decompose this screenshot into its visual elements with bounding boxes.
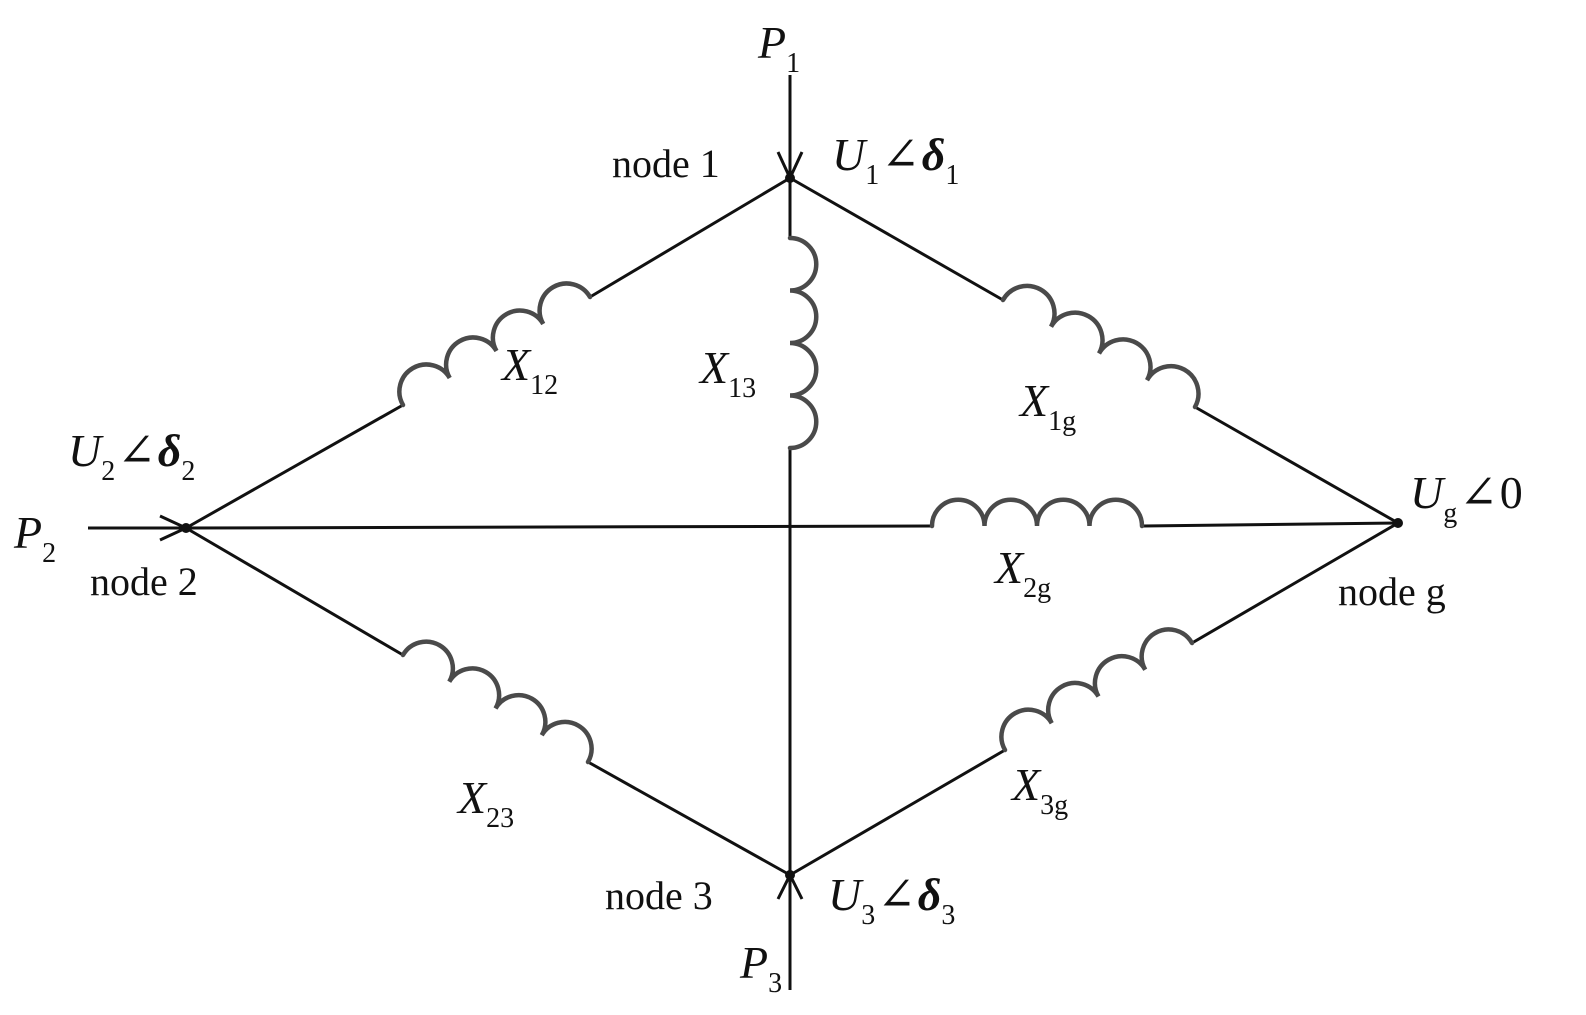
angle-icon: ∠ [881,129,920,180]
node-2-dot [181,523,191,533]
x23-subscript: 23 [486,803,515,834]
u2-subscript: 2 [101,456,116,487]
x12-subscript: 12 [530,370,559,401]
node-3-dot [785,870,795,880]
p2-symbol: P [14,507,43,558]
x3g-symbol: X [1012,759,1041,810]
p1-symbol: P [758,17,787,68]
x3g-label: X3g [1012,762,1068,820]
p1-subscript: 1 [786,48,801,79]
x3g-left-wire [789,748,1006,877]
x2g-label: X2g [995,545,1051,603]
angle-icon: ∠ [117,425,156,476]
node-2-voltage: U2∠δ2 [68,428,195,486]
x2g-symbol: X [995,542,1024,593]
inductor-x13 [787,235,819,451]
angle-icon: ∠ [1459,467,1498,518]
node-g-name: node g [1338,569,1446,614]
u2-symbol: U [68,425,102,476]
delta1-subscript: 1 [945,160,960,191]
x1g-right-wire [1194,405,1399,525]
x3g-right-wire [1191,521,1399,645]
x1g-symbol: X [1020,375,1049,426]
delta2-symbol: δ [157,425,182,476]
u3-symbol: U [828,869,862,920]
delta3-symbol: δ [917,869,942,920]
x12-right-wire [589,176,791,299]
x2g-subscript: 2g [1023,573,1052,604]
u3-subscript: 3 [861,900,876,931]
x3g-subscript: 3g [1040,790,1069,821]
x13-subscript: 13 [728,373,757,404]
x13-symbol: X [700,342,729,393]
node-3-voltage: U3∠δ3 [828,872,955,930]
x12-left-wire [185,403,404,530]
x23-symbol: X [458,772,487,823]
inductor-x12 [397,281,593,408]
angle-icon: ∠ [877,869,916,920]
node-1-dot [785,173,795,183]
delta3-subscript: 3 [941,900,956,931]
node-1-voltage: U1∠δ1 [832,132,959,190]
node-g-voltage: Ug∠0 [1410,470,1523,528]
p2-subscript: 2 [42,538,57,569]
x2g-left-wire [185,524,933,530]
p3-label: P3 [740,940,782,998]
u1-subscript: 1 [865,160,880,191]
p1-label: P1 [758,20,800,78]
x13-label: X13 [700,345,756,403]
node-3-name: node 3 [605,873,713,918]
inductor-x23 [400,639,594,765]
x1g-label: X1g [1020,378,1076,436]
inductor-x2g [929,497,1145,529]
x12-label: X12 [502,342,558,400]
ug-subscript: g [1443,498,1458,529]
x23-left-wire [185,526,404,657]
node-g-dot [1393,518,1403,528]
x23-right-wire [587,760,791,877]
x1g-left-wire [789,176,1004,302]
inductor-x1g [1000,283,1201,410]
node-2-name: node 2 [90,559,198,604]
x1g-subscript: 1g [1048,406,1077,437]
u1-symbol: U [832,129,866,180]
x12-symbol: X [502,339,531,390]
x23-label: X23 [458,775,514,833]
x2g-right-wire [1141,521,1399,528]
inductor-x3g [999,627,1195,753]
p2-label: P2 [14,510,56,568]
node-1-name: node 1 [612,141,720,186]
delta1-symbol: δ [921,129,946,180]
ug-angle-value: 0 [1499,467,1523,518]
p3-subscript: 3 [768,968,783,999]
p3-symbol: P [740,937,769,988]
delta2-subscript: 2 [181,456,196,487]
ug-symbol: U [1410,467,1444,518]
